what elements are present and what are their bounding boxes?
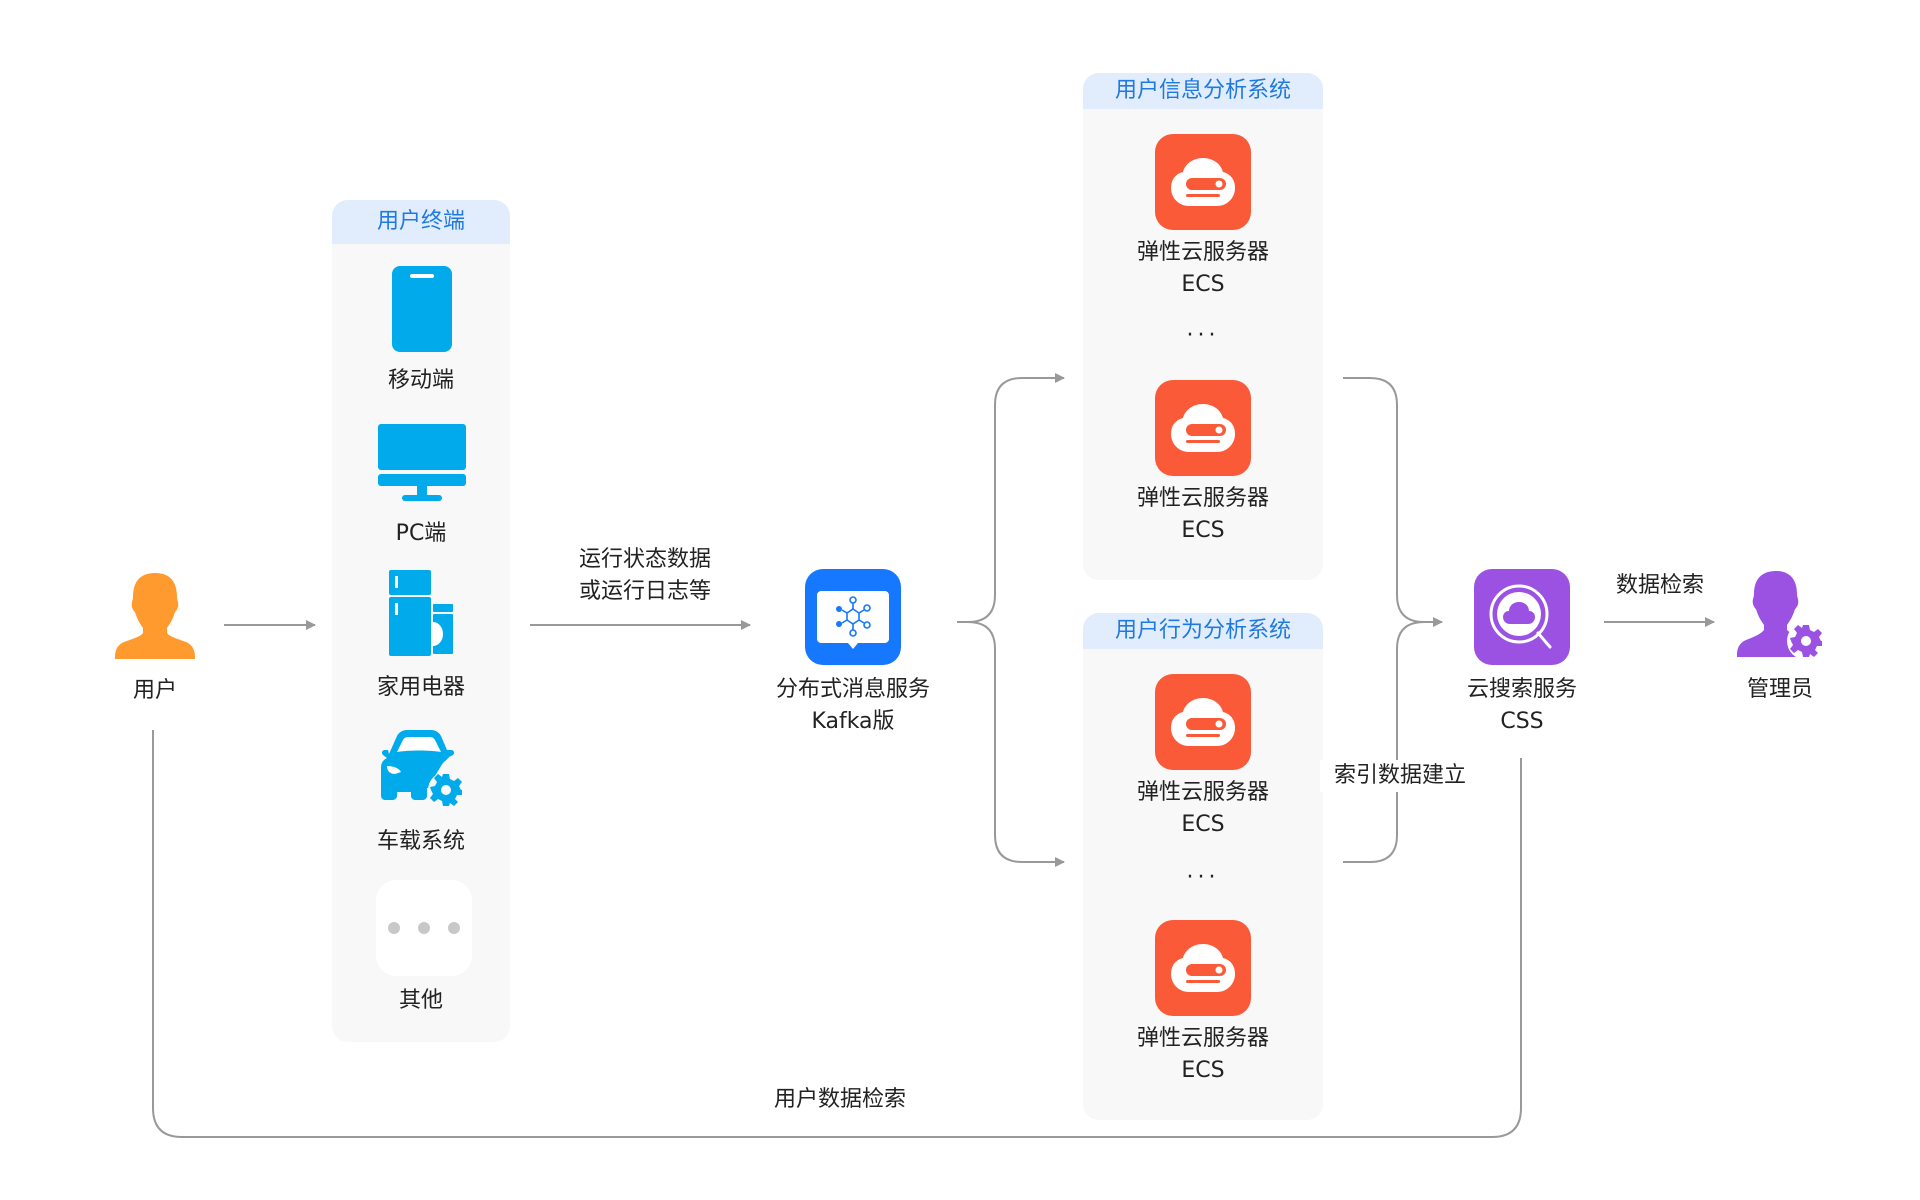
terminal-item-pc (378, 424, 466, 504)
ecs-node-info-1 (1155, 134, 1251, 230)
car-settings-icon (381, 730, 464, 808)
ecs-label-info-2-line1: 弹性云服务器 (1136, 486, 1269, 511)
home-appliance-icon (389, 570, 453, 656)
ecs-label-behavior-2-line2: ECS (1181, 1058, 1225, 1083)
terminal-label-car: 车载系统 (376, 829, 465, 854)
more-dots-icon (376, 880, 472, 976)
kafka-label-line1: 分布式消息服务 (775, 677, 930, 702)
mobile-phone-icon (392, 266, 452, 352)
terminal-item-car (375, 730, 467, 808)
css-label-line1: 云搜索服务 (1466, 677, 1577, 702)
terminals-panel-title: 用户终端 (332, 200, 510, 244)
terminal-label-pc: PC端 (395, 521, 447, 546)
ecs-label-info-1-line1: 弹性云服务器 (1136, 240, 1269, 265)
loop-user-data-search (152, 730, 1522, 1138)
terminal-item-appliance (389, 570, 455, 656)
user-label: 用户 (132, 678, 177, 703)
admin-settings-icon (1737, 571, 1825, 660)
terminal-label-appliance: 家用电器 (376, 675, 465, 700)
flow-label-runtime-data-line2: 或运行日志等 (578, 579, 711, 604)
ecs-cloud-server-icon (1155, 920, 1251, 1016)
data-search-label: 数据检索 (1615, 573, 1704, 598)
kafka-label-line2: Kafka版 (811, 709, 895, 734)
arrow-behavior-system-to-css (1343, 621, 1425, 863)
css-label-line2: CSS (1500, 709, 1544, 734)
user-icon (115, 573, 195, 659)
terminal-item-other (376, 880, 472, 976)
info-system-ellipsis: ··· (1186, 323, 1220, 348)
terminal-item-mobile (392, 266, 452, 352)
kafka-node (805, 569, 901, 665)
behavior-system-title: 用户行为分析系统 (1083, 613, 1323, 649)
ecs-label-behavior-1-line2: ECS (1181, 812, 1225, 837)
arrow-kafka-to-behavior-system (967, 621, 1065, 867)
ecs-cloud-server-icon (1155, 134, 1251, 230)
ecs-node-behavior-2 (1155, 920, 1251, 1016)
admin-node (1736, 569, 1828, 661)
ecs-cloud-server-icon (1155, 674, 1251, 770)
ecs-node-behavior-1 (1155, 674, 1251, 770)
ecs-label-info-2-line2: ECS (1181, 518, 1225, 543)
ecs-label-behavior-1-line1: 弹性云服务器 (1136, 780, 1269, 805)
terminal-label-other: 其他 (398, 988, 443, 1013)
user-node (114, 571, 196, 661)
ecs-node-info-2 (1155, 380, 1251, 476)
behavior-system-ellipsis: ··· (1186, 865, 1220, 890)
ecs-label-behavior-2-line1: 弹性云服务器 (1136, 1026, 1269, 1051)
cloud-search-icon (1474, 569, 1570, 665)
ecs-label-info-1-line2: ECS (1181, 272, 1225, 297)
admin-label: 管理员 (1746, 677, 1813, 702)
flow-label-runtime-data-line1: 运行状态数据 (578, 547, 711, 572)
ecs-cloud-server-icon (1155, 380, 1251, 476)
desktop-monitor-icon (378, 424, 466, 501)
info-system-title: 用户信息分析系统 (1083, 73, 1323, 109)
arrow-info-system-to-css (1343, 377, 1443, 627)
kafka-network-icon (805, 569, 901, 665)
user-data-search-label: 用户数据检索 (773, 1087, 906, 1112)
arrow-kafka-to-info-system (957, 373, 1065, 623)
css-node (1474, 569, 1570, 665)
terminal-label-mobile: 移动端 (387, 368, 454, 393)
index-build-label: 索引数据建立 (1320, 760, 1480, 792)
